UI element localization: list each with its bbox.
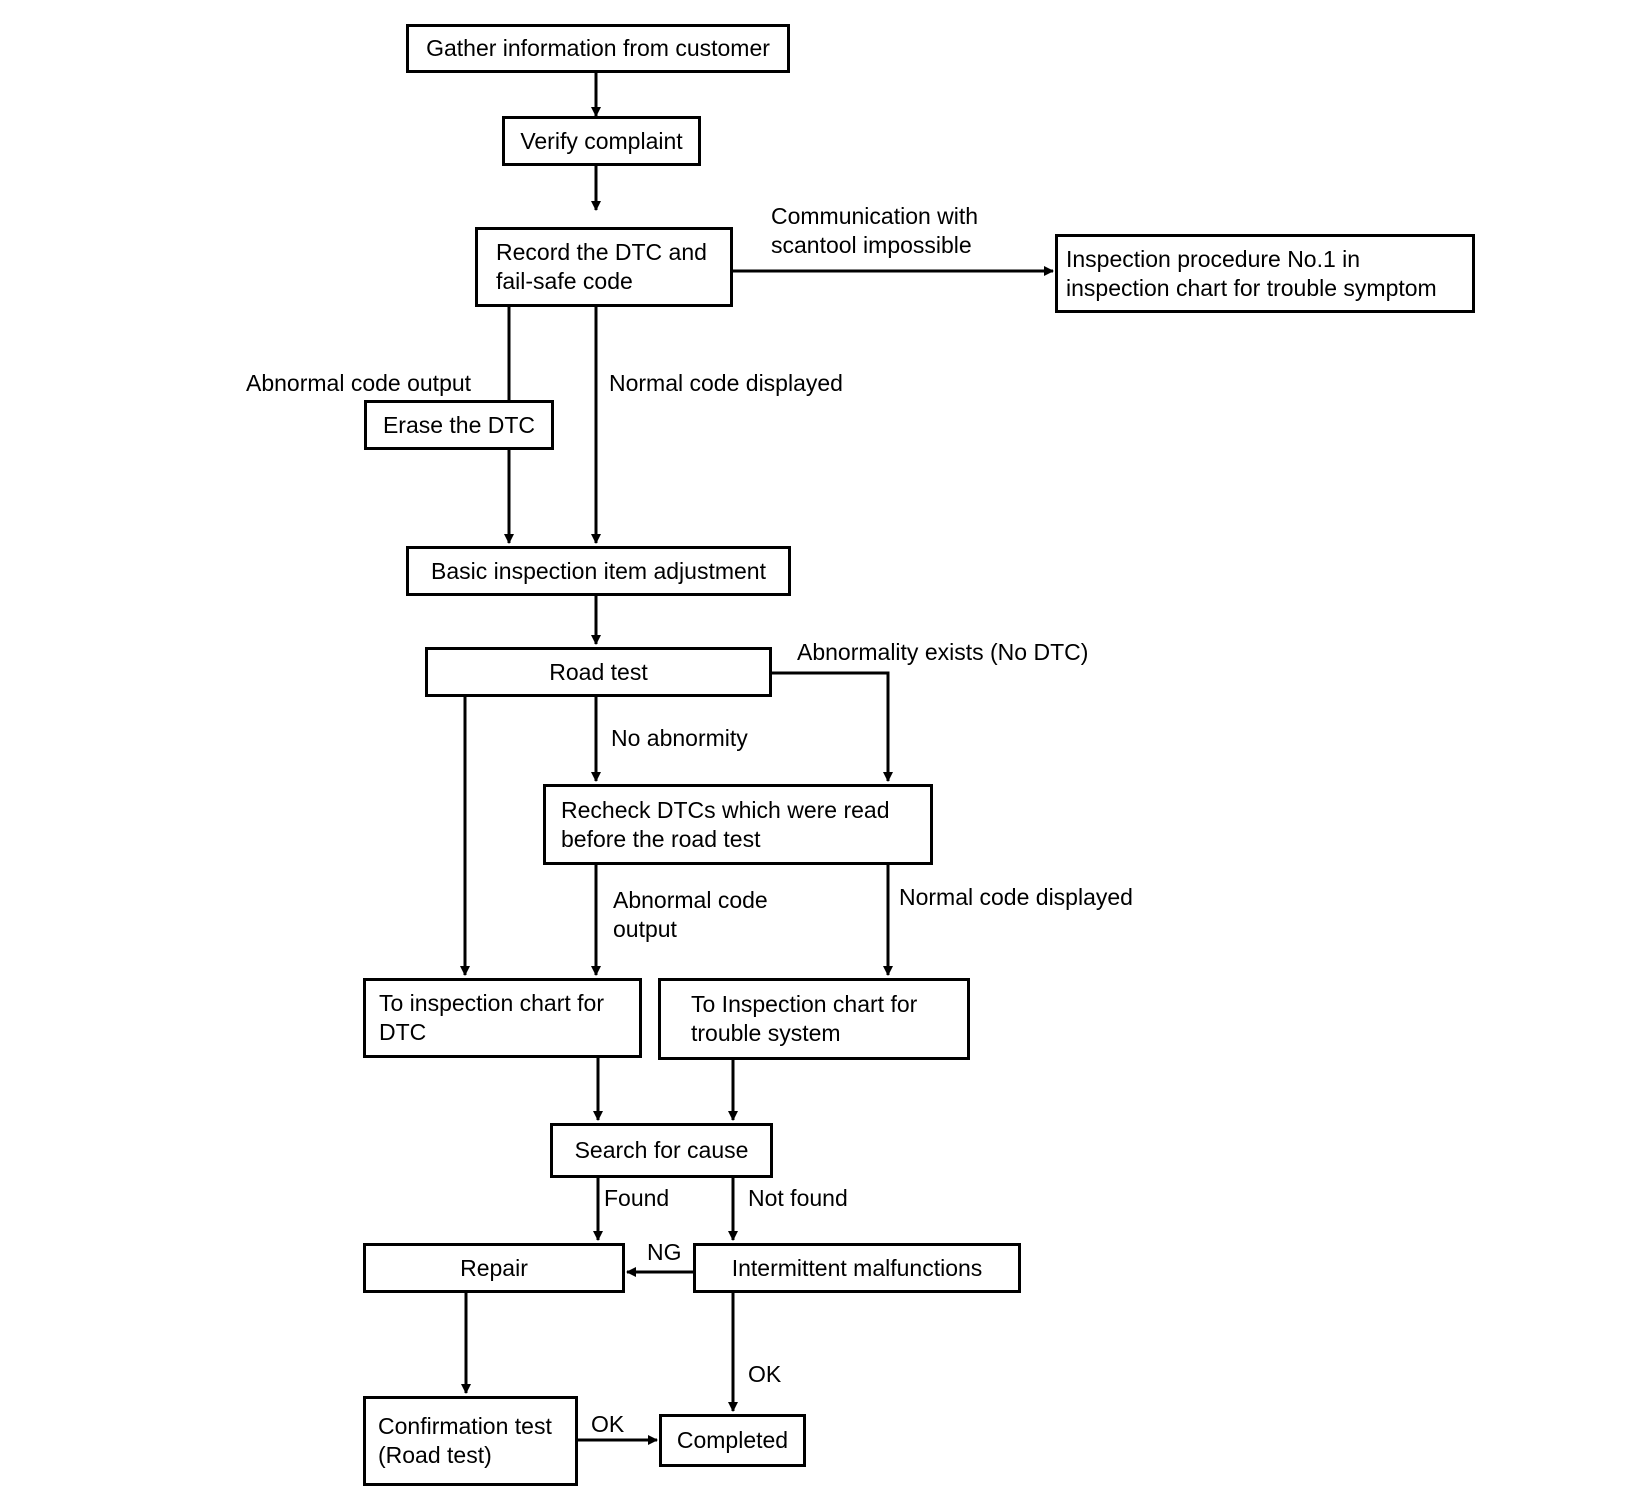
box-basic-inspection: Basic inspection item adjustment [406, 546, 791, 596]
label-no-abnormity: No abnormity [611, 725, 748, 751]
label-communication-impossible: Communication with scantool impossible [771, 203, 979, 258]
box-repair: Repair [363, 1243, 625, 1293]
box-search-for-cause: Search for cause [550, 1123, 773, 1178]
box-recheck-dtcs: Recheck DTCs which were read before the … [543, 784, 933, 865]
box-gather-information: Gather information from customer [406, 24, 790, 73]
box-inspection-chart-dtc: To inspection chart for DTC [363, 978, 642, 1058]
label-abnormal-code-output-1: Abnormal code output [246, 370, 472, 396]
label-ng: NG [647, 1239, 682, 1265]
box-erase-dtc: Erase the DTC [364, 400, 554, 450]
box-record-dtc: Record the DTC and fail-safe code [475, 227, 733, 307]
box-intermittent-malfunctions: Intermittent malfunctions [693, 1243, 1021, 1293]
label-normal-code-displayed-1: Normal code displayed [609, 370, 843, 396]
label-abnormality-exists: Abnormality exists (No DTC) [797, 639, 1089, 665]
label-not-found: Not found [748, 1185, 848, 1211]
box-road-test: Road test [425, 647, 772, 697]
label-abnormal-code-output-2: Abnormal code output [613, 887, 768, 942]
label-found: Found [604, 1185, 670, 1211]
arrow-road-test-to-recheck-abnormality [772, 671, 893, 782]
label-ok-confirmation: OK [591, 1411, 625, 1437]
label-normal-code-displayed-2: Normal code displayed [899, 884, 1133, 910]
label-ok-intermittent: OK [748, 1361, 782, 1387]
box-inspection-chart-trouble: To Inspection chart for trouble system [658, 978, 970, 1060]
box-inspection-procedure-no1: Inspection procedure No.1 in inspection … [1055, 234, 1475, 313]
box-verify-complaint: Verify complaint [502, 116, 701, 166]
box-confirmation-test: Confirmation test (Road test) [363, 1396, 578, 1486]
box-completed: Completed [659, 1414, 806, 1467]
